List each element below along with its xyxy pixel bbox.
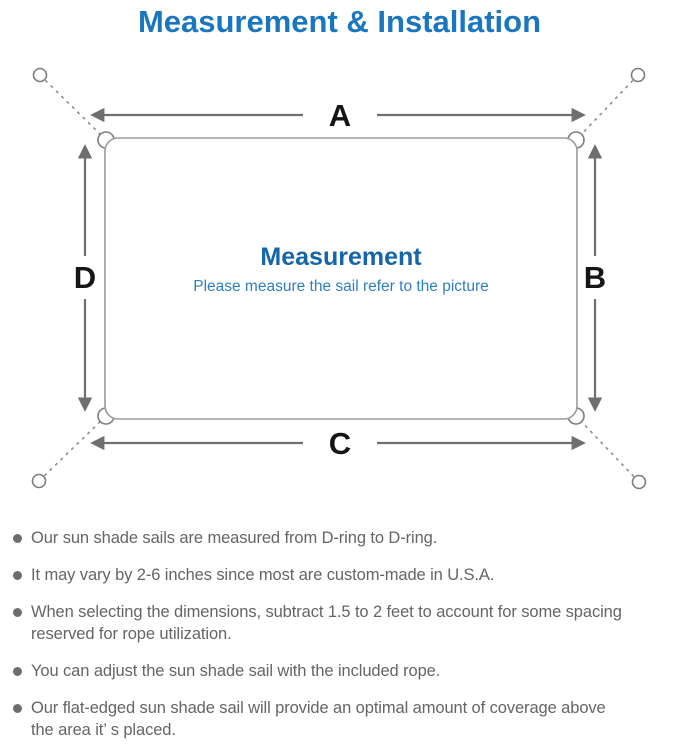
bullet-icon [13,534,22,543]
list-item-line: the area it’ s placed. [31,721,176,739]
list-item-text: Our flat-edged sun shade sail will provi… [31,697,606,741]
list-item: Our sun shade sails are measured from D-… [13,527,669,549]
list-item-line: Our flat-edged sun shade sail will provi… [31,699,606,717]
list-item-text: It may vary by 2-6 inches since most are… [31,564,494,586]
list-item-line: Our sun shade sails are measured from D-… [31,529,438,547]
list-item-text: Our sun shade sails are measured from D-… [31,527,437,549]
tether-line-bottom-left [38,416,106,482]
notes-list: Our sun shade sails are measured from D-… [0,527,679,756]
tether-line-top-left [39,74,106,140]
anchor-circle-bottom-right [631,474,647,490]
measurement-diagram: A B C D Measurement Please measure the s… [31,67,647,490]
list-item-text: You can adjust the sun shade sail with t… [31,660,440,682]
page-title: Measurement & Installation [137,4,542,39]
bullet-icon [13,704,22,713]
tether-lines [38,74,640,483]
bullet-icon [13,571,22,580]
list-item-line: When selecting the dimensions, subtract … [31,603,622,621]
dimension-label-a: A [329,98,351,133]
list-item-text: When selecting the dimensions, subtract … [31,601,622,645]
list-item: It may vary by 2-6 inches since most are… [13,564,669,586]
list-item-line: reserved for rope utilization. [31,625,232,643]
list-item: You can adjust the sun shade sail with t… [13,660,669,682]
bullet-icon [13,667,22,676]
sail-outline [104,137,578,420]
diagram-center-heading: Measurement [260,243,422,271]
list-item-line: It may vary by 2-6 inches since most are… [31,566,495,584]
infographic-page: Measurement & Installation [13,4,647,739]
anchor-circle-top-left [32,67,48,83]
list-item: Our flat-edged sun shade sail will provi… [13,697,669,741]
dimension-label-c: C [329,426,351,461]
diagram-center-subtitle: Please measure the sail refer to the pic… [193,278,489,295]
tether-line-top-right [576,74,639,140]
dimension-label-b: B [584,260,606,295]
dimension-label-d: D [74,260,96,295]
tether-line-bottom-right [576,416,640,483]
anchor-circle-top-right [630,67,646,83]
bullet-icon [13,608,22,617]
anchor-circle-bottom-left [31,473,47,489]
list-item-line: You can adjust the sun shade sail with t… [31,662,441,680]
anchor-points [31,67,647,490]
dimension-arrows [77,107,603,451]
list-item: When selecting the dimensions, subtract … [13,601,669,645]
